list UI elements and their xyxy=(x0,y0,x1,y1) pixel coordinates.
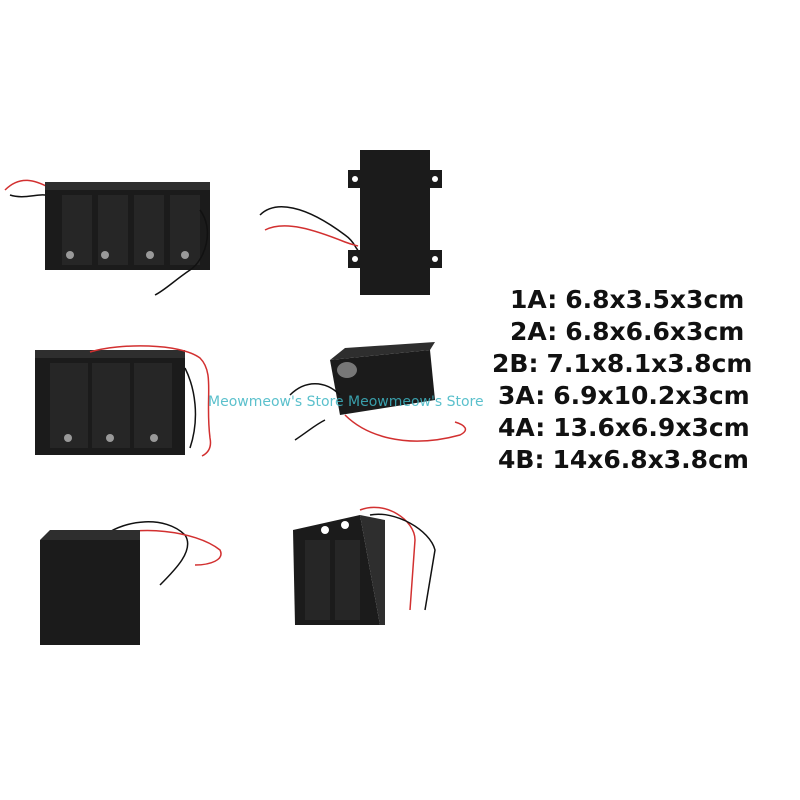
spec-row-1a: 1A:6.8x3.5x3cm xyxy=(488,284,793,316)
spec-code: 2B: xyxy=(492,349,539,378)
spec-size: 13.6x6.9x3cm xyxy=(553,413,750,442)
spec-size: 6.8x6.6x3cm xyxy=(565,317,745,346)
spec-size: 14x6.8x3.8cm xyxy=(552,445,749,474)
battery-holder-covered-photo xyxy=(255,150,455,300)
battery-holder-4-cell-photo xyxy=(0,160,230,300)
spec-code: 4A: xyxy=(498,413,546,442)
store-watermark: Meowmeow's Store Meowmeow's Store xyxy=(208,394,484,410)
spec-row-2b: 2B:7.1x8.1x3.8cm xyxy=(488,348,793,380)
spec-size: 6.8x3.5x3cm xyxy=(565,285,745,314)
spec-row-2a: 2A:6.8x6.6x3cm xyxy=(488,316,793,348)
spec-code: 4B: xyxy=(498,445,545,474)
spec-code: 2A: xyxy=(510,317,558,346)
spec-size: 7.1x8.1x3.8cm xyxy=(546,349,753,378)
spec-code: 1A: xyxy=(510,285,558,314)
spec-row-3a: 3A:6.9x10.2x3cm xyxy=(488,380,793,412)
spec-code: 3A: xyxy=(498,381,546,410)
battery-holder-1-cell-photo xyxy=(285,340,475,455)
battery-box-covered-photo xyxy=(35,515,230,650)
spec-row-4a: 4A:13.6x6.9x3cm xyxy=(488,412,793,444)
spec-row-4b: 4B:14x6.8x3.8cm xyxy=(488,444,793,476)
battery-holder-3-cell-photo xyxy=(30,338,220,463)
battery-holder-2-cell-photo xyxy=(285,500,455,635)
spec-size: 6.9x10.2x3cm xyxy=(553,381,750,410)
dimension-list: 1A:6.8x3.5x3cm 2A:6.8x6.6x3cm 2B:7.1x8.1… xyxy=(488,284,793,476)
